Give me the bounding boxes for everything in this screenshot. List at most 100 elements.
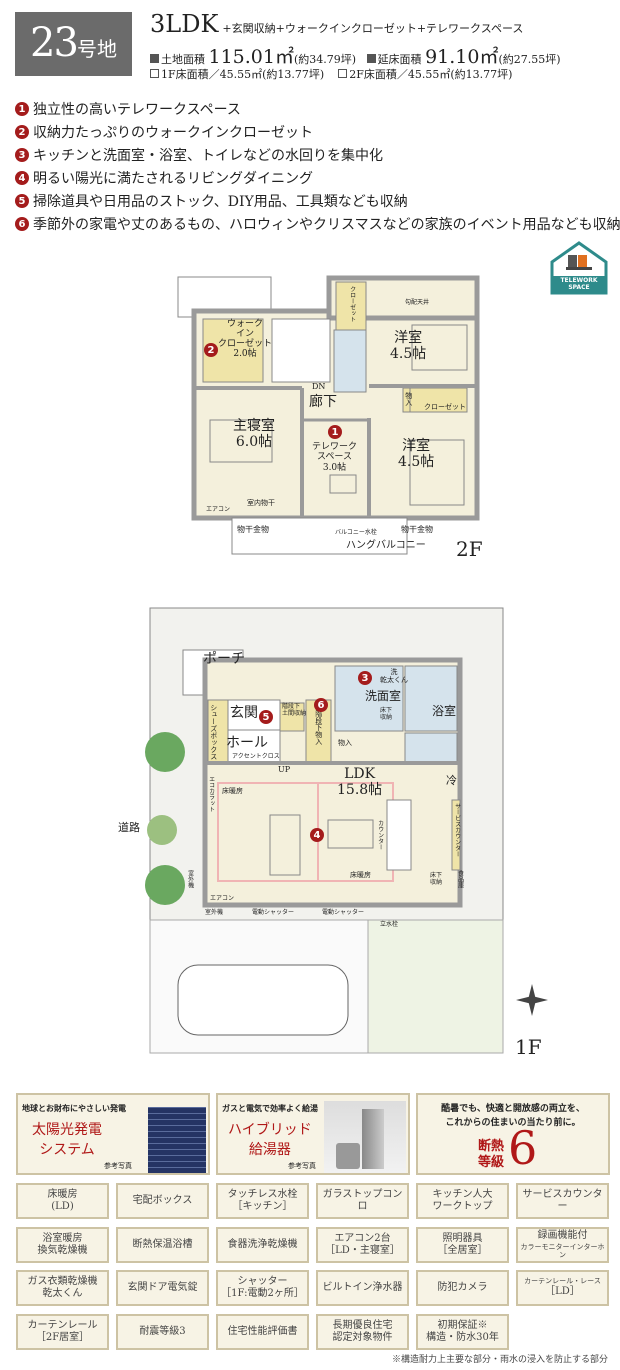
number-badge: 5 xyxy=(15,194,29,208)
equipment-text: 構造・防水30年 xyxy=(426,1332,499,1343)
floor-areas: 1F床面積／45.55㎡(約13.77坪) 2F床面積／45.55㎡(約13.7… xyxy=(150,66,512,82)
empty-square-icon xyxy=(150,69,159,78)
panel-caption: 地球とお財布にやさしい発電 xyxy=(22,1103,126,1113)
equipment-item: 住宅性能評価書 xyxy=(216,1314,309,1350)
outdoor-unit-label: 室外機 xyxy=(205,909,224,916)
feature-text: キッチンと洗面室・浴室、トイレなどの水回りを集中化 xyxy=(33,148,383,164)
aircon-label: エアコン xyxy=(210,895,235,902)
room-hallway: 廊下 xyxy=(309,394,337,410)
equipment-item: ガラストップコンロ xyxy=(316,1183,409,1219)
number-badge: 3 xyxy=(15,148,29,162)
panel-caption: ガスと電気で効率よく給湯 xyxy=(222,1103,318,1113)
equipment-item: 床暖房(LD) xyxy=(16,1183,109,1219)
insulation-grade: 6 xyxy=(508,1121,538,1175)
panel-title: 太陽光発電 システム xyxy=(32,1122,102,1158)
telework-house-icon xyxy=(550,241,608,295)
equipment-text: 照明器具 xyxy=(442,1232,483,1244)
hanger-label: 物干金物 xyxy=(237,525,269,534)
equipment-text: ガラストップコンロ xyxy=(322,1188,403,1213)
equipment-text: 長期優良住宅 xyxy=(332,1319,393,1331)
feature-text: 季節外の家電や丈のあるもの、ハロウィンやクリスマスなどの家族のイベント用品なども… xyxy=(33,217,620,233)
panel-title: ハイブリッド 給湯器 xyxy=(228,1122,312,1158)
feature-text: 明るい陽光に満たされるリビングダイニング xyxy=(33,171,313,187)
equipment-text: 住宅性能評価書 xyxy=(227,1325,298,1337)
room-washroom: 洗面室 xyxy=(365,689,402,703)
closet-label: クローゼット xyxy=(348,286,356,322)
counter-label: カウンター xyxy=(376,820,384,850)
equipment-text: エアコン2台 xyxy=(334,1232,391,1244)
feature-text: 掃除道具や日用品のストック、DIY用品、工具類なども収納 xyxy=(33,194,408,210)
feature-text: 収納力たっぷりのウォークインクローゼット xyxy=(33,125,313,141)
shutter-label: 電動シャッター xyxy=(252,909,295,916)
equipment-text: 床暖房 xyxy=(47,1188,78,1200)
indoor-drying-label: 室内物干 xyxy=(247,499,275,507)
ecocarat-label: エコカラット xyxy=(207,776,215,812)
equipment-text: サービスカウンター xyxy=(522,1188,603,1213)
insulation-label: 断熱 等級 xyxy=(478,1139,505,1170)
hybrid-water-heater-panel: ガスと電気で効率よく給湯 ハイブリッド 給湯器 参考写真 xyxy=(216,1093,410,1175)
equipment-text: 玄関ドア電気錠 xyxy=(127,1281,198,1293)
service-counter-label: サービスカウンター xyxy=(453,803,461,857)
marker-1: 1 xyxy=(328,425,342,439)
room-western-2: 洋室 4.5帖 xyxy=(398,438,435,471)
equipment-item: 長期優良住宅認定対象物件 xyxy=(316,1314,409,1350)
land-area-label: 土地面積 xyxy=(161,53,205,66)
feature-text: 独立性の高いテレワークスペース xyxy=(33,102,241,118)
equipment-item: 断熱保温浴槽 xyxy=(116,1227,209,1263)
number-badge: 2 xyxy=(15,125,29,139)
equipment-item: 照明器具［全居室］ xyxy=(416,1227,509,1263)
photo-note: 参考写真 xyxy=(104,1162,132,1170)
feature-item: 1 独立性の高いテレワークスペース xyxy=(15,99,241,119)
stairs-up-label: UP xyxy=(278,765,291,774)
outdoor-unit-label: 室外機 xyxy=(186,870,194,888)
filled-square-icon xyxy=(366,54,376,63)
room-master-bedroom: 主寝室 6.0帖 xyxy=(233,418,275,451)
equipment-text: 断熱保温浴槽 xyxy=(132,1238,193,1250)
underfloor-storage-label: 床下 収納 xyxy=(380,707,393,721)
water-heater-image xyxy=(324,1101,406,1173)
equipment-text: ワークトップ xyxy=(432,1201,493,1212)
equipment-item: ガス衣類乾燥機乾太くん xyxy=(16,1270,109,1306)
equipment-text: 初期保証※ xyxy=(437,1319,488,1331)
marker-3: 3 xyxy=(358,671,372,685)
footnote: ※構造耐力上主要な部分・雨水の浸入を防止する部分 xyxy=(391,1355,608,1365)
equipment-item: ビルトイン浄水器 xyxy=(316,1270,409,1306)
equipment-item: 玄関ドア電気錠 xyxy=(116,1270,209,1306)
equipment-item: 録画機能付カラーモニターインターホン xyxy=(516,1227,609,1263)
number-badge: 1 xyxy=(15,102,29,116)
equipment-text: カーテンレール xyxy=(27,1319,98,1331)
aircon-label: エアコン xyxy=(206,506,231,513)
balcony-faucet-label: バルコニー水栓 xyxy=(335,529,377,536)
equipment-item: サービスカウンター xyxy=(516,1183,609,1219)
equipment-text: (LD) xyxy=(51,1201,74,1212)
equipment-text: ［2F居室］ xyxy=(35,1332,90,1343)
accent-cloth-label: アクセントクロス xyxy=(232,753,280,760)
layout-title: 3LDK+玄関収納+ウォークインクローゼット+テレワークスペース xyxy=(150,10,523,38)
land-area: 115.01㎡ xyxy=(208,46,294,68)
layout-type: 3LDK xyxy=(150,10,219,38)
floor-2-plan xyxy=(177,275,480,555)
equipment-item: カーテンレール・レース［LD］ xyxy=(516,1270,609,1306)
equipment-item: 浴室暖房換気乾燥機 xyxy=(16,1227,109,1263)
floor-area-tsubo: (約27.55坪) xyxy=(498,53,561,66)
equipment-text: 換気乾燥機 xyxy=(37,1245,88,1256)
room-telework-space: テレワーク スペース 3.0帖 xyxy=(312,442,358,473)
equipment-item: シャッター［1F:電動2ヶ所］ xyxy=(216,1270,309,1306)
stairs-down-label: DN xyxy=(312,382,326,391)
telework-space-badge: TELEWORK SPACE xyxy=(548,240,610,296)
equipment-text: 防犯カメラ xyxy=(437,1281,488,1293)
hanger-label: 物干金物 xyxy=(401,525,433,534)
standing-faucet-label: 立水栓 xyxy=(380,921,399,928)
f2-area: 2F床面積／45.55㎡(約13.77坪) xyxy=(349,68,513,81)
equipment-text: カーテンレール・レース xyxy=(524,1277,601,1286)
room-entrance: 玄関 xyxy=(230,705,258,721)
understair-storage-label: 階段下 土間収納 xyxy=(282,703,307,717)
lot-number: 23 xyxy=(30,20,79,66)
equipment-item: カーテンレール［2F居室］ xyxy=(16,1314,109,1350)
floor-heating-label: 床暖房 xyxy=(222,787,243,795)
equipment-text: カラーモニターインターホン xyxy=(520,1242,605,1260)
floor-heating-label: 床暖房 xyxy=(350,871,371,879)
